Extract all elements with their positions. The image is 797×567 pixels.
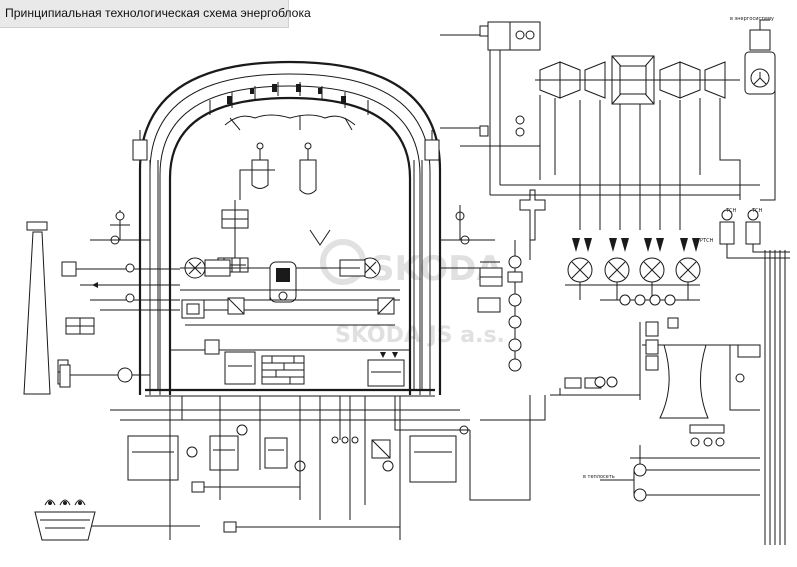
heat-network-outputs: в теплосеть xyxy=(583,445,760,502)
condensers xyxy=(565,238,701,300)
reactor-vessel xyxy=(269,261,297,303)
chimney xyxy=(23,221,51,395)
containment-building xyxy=(138,60,442,397)
tsn-label-2: ТСН xyxy=(751,208,763,214)
bottom-piping xyxy=(90,395,546,540)
tsn-label-1: ТСН xyxy=(725,208,737,214)
title-bar: Принципиальная технологическая схема эне… xyxy=(0,0,311,28)
inner-tanks xyxy=(204,339,405,387)
inner-heat-exchangers xyxy=(181,297,395,319)
steam-and-condensate-lines xyxy=(489,50,776,230)
to-power-grid-label: в энергосистему xyxy=(730,16,774,22)
primary-loop-pipes xyxy=(170,169,410,351)
to-heat-network-label: в теплосеть xyxy=(583,474,615,480)
pump-chain xyxy=(507,189,546,372)
rtsn-label: РТСН xyxy=(700,238,714,244)
pressurizer-vessels xyxy=(251,142,317,195)
page-title: Принципиальная технологическая схема эне… xyxy=(5,6,311,20)
right-containment-systems xyxy=(440,205,503,313)
left-systems xyxy=(57,210,180,388)
spray-pond xyxy=(34,499,96,541)
ventilation xyxy=(440,25,540,147)
containment-side-wells xyxy=(132,130,440,390)
outer-tanks xyxy=(127,424,469,533)
transformers: ТСН ТСН РТСН в энергосистему xyxy=(700,16,790,545)
turbine-set xyxy=(487,20,776,105)
cooling-tower xyxy=(600,294,740,447)
auxiliary-pumps xyxy=(550,344,761,411)
